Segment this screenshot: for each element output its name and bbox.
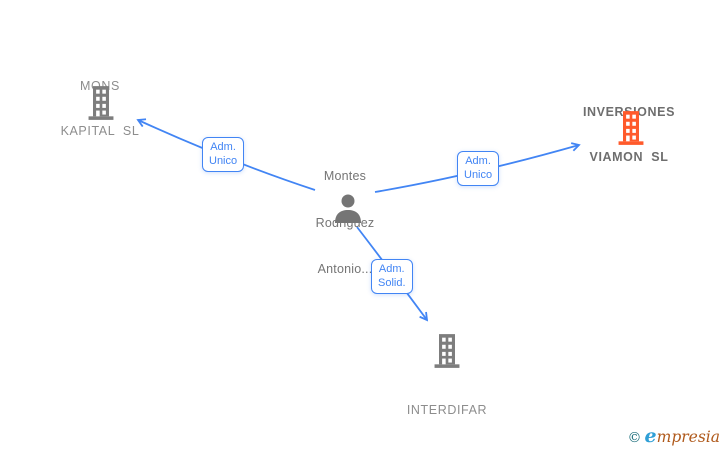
edge-label-line: Adm. bbox=[378, 263, 405, 275]
person-name-line: Montes bbox=[323, 169, 367, 183]
empresia-logo[interactable]: ©empresia bbox=[628, 425, 720, 447]
edge-label-line: Solid. bbox=[378, 276, 406, 289]
company-name-line: VIAMON SL bbox=[589, 150, 669, 164]
edge-label-adm-solid-bottom: Adm. Solid. bbox=[371, 259, 413, 294]
building-icon-interdifar[interactable] bbox=[431, 332, 463, 370]
edge-label-adm-unico-right: Adm. Unico bbox=[457, 151, 500, 186]
building-icon-mons-kapital[interactable] bbox=[85, 84, 117, 122]
person-name-line: Antonio... bbox=[317, 262, 373, 276]
edge-label-line: Adm. bbox=[465, 155, 491, 167]
building-icon-inversiones-viamon[interactable] bbox=[615, 109, 647, 147]
copyright-symbol: © bbox=[627, 430, 642, 446]
edge-label-line: Adm. bbox=[210, 141, 236, 153]
person-icon[interactable] bbox=[332, 194, 364, 223]
edge-label-line: Unico bbox=[209, 154, 238, 167]
empresia-logo-e: e bbox=[644, 425, 657, 447]
edge-label-adm-unico-left: Adm. Unico bbox=[202, 137, 245, 172]
node-label-mons-kapital[interactable]: MONS KAPITAL SL bbox=[20, 49, 180, 169]
edge-label-line: Unico bbox=[464, 168, 493, 181]
company-name-line: MONS bbox=[80, 79, 120, 93]
node-label-inversiones-viamon[interactable]: INVERSIONES VIAMON SL bbox=[549, 75, 709, 195]
empresia-logo-text: mpresia bbox=[656, 428, 720, 446]
company-name-line: INTERDIFAR bbox=[406, 403, 488, 417]
node-label-interdifar[interactable]: INTERDIFAR SL bbox=[367, 373, 527, 450]
company-name-line: SL bbox=[367, 448, 527, 450]
company-name-line: KAPITAL SL bbox=[60, 124, 140, 138]
